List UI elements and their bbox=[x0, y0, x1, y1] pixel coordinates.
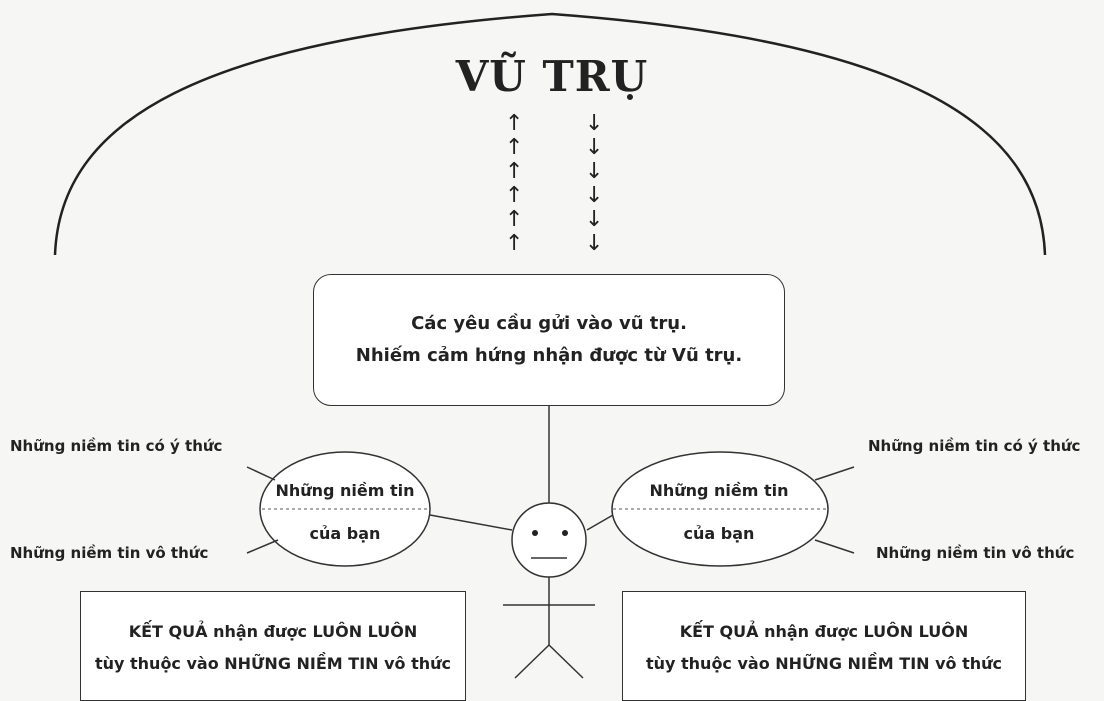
right-ellipse-bottom-text: của bạn bbox=[683, 524, 755, 543]
up-arrows: ↑↑↑↑↑↑ bbox=[505, 111, 523, 256]
right-result-line-2: tùy thuộc vào NHỮNG NIỀM TIN vô thức bbox=[645, 654, 1003, 673]
up-arrow-icon: ↑ bbox=[505, 135, 523, 160]
down-arrow-icon: ↓ bbox=[585, 159, 603, 184]
right-belief-ellipse bbox=[611, 451, 829, 567]
request-line-2: Nhiếm cảm hứng nhận được từ Vũ trụ. bbox=[355, 345, 743, 366]
right-unconscious-label: Những niềm tin vô thức bbox=[876, 544, 1075, 562]
right-result-line-1: KẾT QUẢ nhận được LUÔN LUÔN bbox=[679, 622, 969, 641]
up-arrow-icon: ↑ bbox=[505, 231, 523, 256]
down-arrow-icon: ↓ bbox=[585, 231, 603, 256]
universe-dome bbox=[53, 12, 1047, 256]
left-ellipse-top-text: Những niềm tin bbox=[275, 481, 415, 500]
down-arrow-icon: ↓ bbox=[585, 111, 603, 136]
universe-title: VŨ TRỤ bbox=[455, 52, 649, 101]
up-arrow-icon: ↑ bbox=[505, 159, 523, 184]
request-line-1: Các yêu cầu gửi vào vũ trụ. bbox=[411, 313, 687, 334]
left-result-line-1: KẾT QUẢ nhận được LUÔN LUÔN bbox=[128, 622, 418, 641]
left-result-line-2: tùy thuộc vào NHỮNG NIỀM TIN vô thức bbox=[94, 654, 452, 673]
down-arrow-icon: ↓ bbox=[585, 135, 603, 160]
left-result-box: KẾT QUẢ nhận được LUÔN LUÔN tùy thuộc và… bbox=[80, 591, 466, 701]
down-arrow-icon: ↓ bbox=[585, 207, 603, 232]
down-arrow-icon: ↓ bbox=[585, 183, 603, 208]
right-conscious-label: Những niềm tin có ý thức bbox=[868, 437, 1081, 455]
left-belief-ellipse bbox=[259, 451, 431, 567]
right-ellipse-top-text: Những niềm tin bbox=[649, 481, 789, 500]
down-arrows: ↓↓↓↓↓↓ bbox=[585, 111, 603, 256]
right-result-box: KẾT QUẢ nhận được LUÔN LUÔN tùy thuộc và… bbox=[622, 591, 1026, 701]
up-arrow-icon: ↑ bbox=[505, 183, 523, 208]
left-unconscious-label: Những niềm tin vô thức bbox=[10, 544, 209, 562]
left-conscious-label: Những niềm tin có ý thức bbox=[10, 437, 223, 455]
stick-head bbox=[511, 502, 587, 578]
up-arrow-icon: ↑ bbox=[505, 207, 523, 232]
request-box: Các yêu cầu gửi vào vũ trụ. Nhiếm cảm hứ… bbox=[313, 274, 785, 406]
left-ellipse-bottom-text: của bạn bbox=[309, 524, 381, 543]
up-arrow-icon: ↑ bbox=[505, 111, 523, 136]
